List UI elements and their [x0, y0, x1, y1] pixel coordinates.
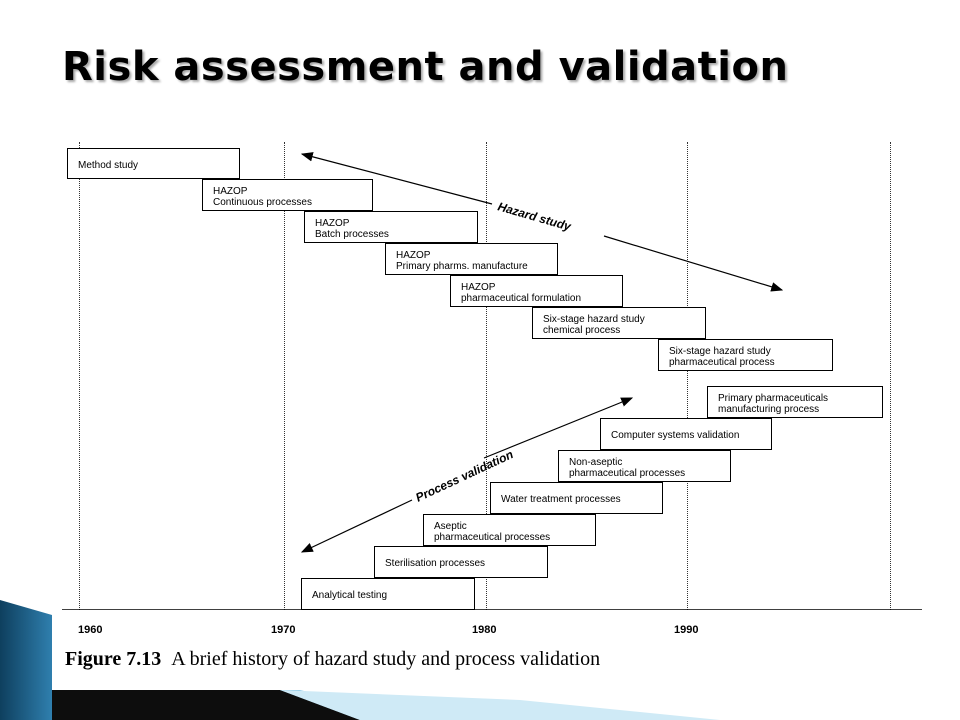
hazard-box-line1: HAZOP — [396, 249, 431, 261]
axis-tick-1970: 1970 — [271, 624, 296, 636]
hazard-arrow-upper — [300, 152, 493, 205]
axis-tick-1980: 1980 — [472, 624, 497, 636]
validation-box-primary-manufacturing: Primary pharmaceuticals manufacturing pr… — [707, 386, 883, 418]
validation-box-line1: Non-aseptic — [569, 456, 623, 468]
history-figure: 1960 1970 1980 1990 Hazard study Process… — [52, 128, 922, 690]
validation-box-analytical-testing: Analytical testing — [301, 578, 475, 610]
trend-arrows: Hazard study Process validation — [300, 152, 784, 553]
hazard-box-method-study: Method study — [67, 148, 240, 179]
figure-caption-label: Figure 7.13 — [65, 648, 162, 670]
hazard-box-line1: HAZOP — [213, 185, 248, 197]
hazard-box-line1: Six-stage hazard study — [543, 313, 645, 325]
hazard-box-hazop-primary: HAZOP Primary pharms. manufacture — [385, 243, 558, 275]
hazard-box-line1: Method study — [78, 159, 139, 171]
hazard-box-line2: Primary pharms. manufacture — [396, 260, 528, 272]
decade-gridline-1970 — [284, 142, 285, 610]
hazard-box-line1: HAZOP — [461, 281, 496, 293]
figure-caption: Figure 7.13 A brief history of hazard st… — [65, 648, 600, 671]
validation-box-line2: pharmaceutical processes — [434, 531, 551, 543]
validation-box-line1: Primary pharmaceuticals — [718, 392, 829, 404]
validation-box-aseptic: Aseptic pharmaceutical processes — [423, 514, 596, 546]
validation-box-line2: manufacturing process — [718, 403, 820, 415]
decade-gridline-1960 — [79, 142, 80, 610]
validation-box-water-treatment: Water treatment processes — [490, 482, 663, 514]
validation-box-line1: Sterilisation processes — [385, 558, 486, 569]
axis-tick-1990: 1990 — [674, 624, 699, 636]
hazard-box-line1: Six-stage hazard study — [669, 345, 771, 357]
hazard-box-six-stage-chemical: Six-stage hazard study chemical process — [532, 307, 706, 339]
validation-box-non-aseptic: Non-aseptic pharmaceutical processes — [558, 450, 731, 482]
hazard-box-hazop-batch: HAZOP Batch processes — [304, 211, 478, 243]
hazard-box-line2: pharmaceutical process — [669, 356, 775, 368]
hazard-arrow-lower — [603, 235, 784, 292]
hazard-box-six-stage-pharma: Six-stage hazard study pharmaceutical pr… — [658, 339, 833, 371]
hazard-box-line1: HAZOP — [315, 217, 350, 229]
axis-tick-1960: 1960 — [78, 624, 103, 636]
validation-box-line2: pharmaceutical processes — [569, 467, 686, 479]
hazard-box-line2: Continuous processes — [213, 196, 312, 208]
decade-gridline-1990 — [687, 142, 688, 610]
validation-box-line1: Water treatment processes — [501, 494, 621, 505]
validation-box-sterilisation: Sterilisation processes — [374, 546, 548, 578]
hazard-box-line2: pharmaceutical formulation — [461, 292, 582, 304]
decade-gridline-1980 — [486, 142, 487, 610]
validation-box-computer-systems: Computer systems validation — [600, 418, 772, 450]
slide-title: Risk assessment and validation — [62, 44, 789, 90]
figure-caption-text: A brief history of hazard study and proc… — [171, 648, 601, 670]
hazard-box-line2: Batch processes — [315, 228, 389, 240]
hazard-box-hazop-continuous: HAZOP Continuous processes — [202, 179, 373, 211]
hazard-study-label: Hazard study — [496, 199, 574, 234]
decade-gridline-2000 — [890, 142, 891, 610]
time-axis — [62, 609, 922, 610]
process-arrow-upper — [483, 397, 634, 459]
validation-box-line1: Aseptic — [434, 520, 467, 532]
validation-box-line1: Computer systems validation — [611, 430, 740, 441]
process-arrow-lower — [300, 499, 413, 553]
validation-box-line1: Analytical testing — [312, 590, 388, 601]
hazard-box-line2: chemical process — [543, 324, 621, 336]
hazard-box-hazop-formulation: HAZOP pharmaceutical formulation — [450, 275, 623, 307]
